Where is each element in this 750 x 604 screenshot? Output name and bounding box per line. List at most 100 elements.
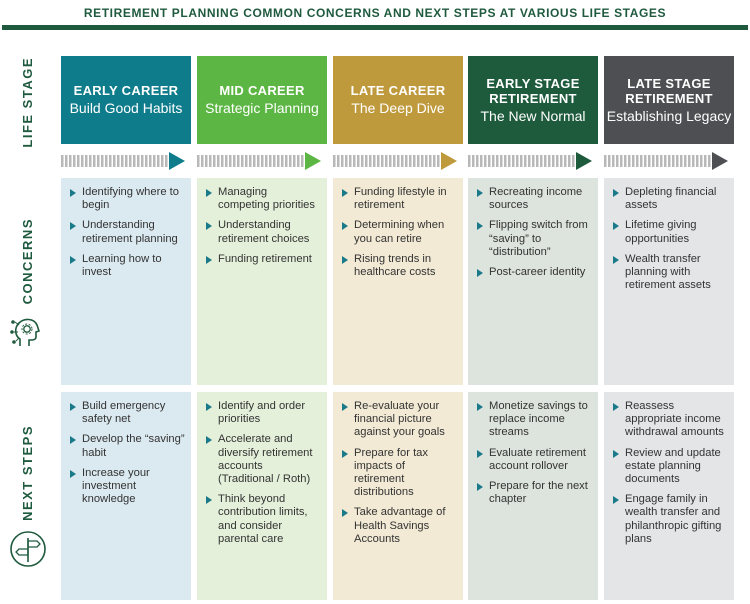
concerns-label: CONCERNS (19, 217, 35, 305)
list-item-text: Accelerate and diversify retirement acco… (218, 433, 313, 486)
bullet-triangle-icon (477, 483, 483, 492)
list-item-text: Evaluate retirement account rollover (489, 446, 587, 472)
list-item: Evaluate retirement account rollover (476, 447, 592, 473)
list-item: Take advantage of Health Savings Account… (341, 506, 457, 546)
stage-arrow (604, 150, 734, 172)
list-item: Funding retirement (205, 253, 321, 266)
list-item: Think beyond contribution limits, and co… (205, 493, 321, 546)
bullet-triangle-icon (342, 222, 348, 231)
bullet-triangle-icon (477, 269, 483, 278)
signpost-compass-icon (8, 529, 48, 569)
next-steps-label: NEXT STEPS (19, 425, 35, 521)
bullet-triangle-icon (70, 255, 76, 264)
list-item: Accelerate and diversify retirement acco… (205, 433, 321, 486)
bullet-triangle-icon (613, 449, 619, 458)
title-divider (2, 25, 748, 30)
page-title: RETIREMENT PLANNING COMMON CONCERNS AND … (83, 6, 667, 20)
row-label-next-steps: NEXT STEPS (0, 392, 56, 602)
stage-subtitle: Establishing Legacy (606, 107, 732, 124)
stage-arrow (197, 150, 327, 172)
list-item: Identifying where to begin (69, 186, 185, 212)
list-item-text: Increase your investment knowledge (82, 466, 150, 506)
next-steps-panel-late-stage-retirement: Reassess appropriate income withdrawal a… (604, 392, 734, 600)
list-item-text: Develop the “saving” habit (82, 433, 185, 459)
list-item: Prepare for the next chapter (476, 480, 592, 506)
bullet-triangle-icon (613, 496, 619, 505)
row-label-life-stage: LIFE STAGE (0, 56, 56, 148)
stage-subtitle: The New Normal (480, 107, 586, 124)
bullet-triangle-icon (70, 403, 76, 411)
list-item: Wealth transfer planning with retirement… (612, 253, 728, 293)
list-item: Determining when you can retire (341, 219, 457, 245)
list-item-text: Rising trends in healthcare costs (354, 252, 436, 279)
stage-subtitle: The Deep Dive (351, 100, 445, 116)
list-item-text: Identify and order priorities (218, 400, 306, 426)
bullet-triangle-icon (477, 222, 483, 231)
head-gears-icon (8, 312, 48, 352)
arrow-right-icon (604, 152, 728, 170)
stage-header-late-stage-retirement: LATE STAGE RETIREMENT Establishing Legac… (604, 56, 734, 144)
list-item-text: Funding retirement (218, 252, 312, 265)
list-item-text: Wealth transfer planning with retirement… (625, 252, 711, 292)
stage-title: LATE CAREER (350, 83, 446, 98)
bullet-triangle-icon (477, 403, 483, 411)
list-item: Post-career identity (476, 266, 592, 279)
list-item-text: Flipping switch from “saving” to “distri… (489, 219, 588, 258)
bullet-triangle-icon (206, 222, 212, 231)
stage-title: EARLY STAGE RETIREMENT (486, 75, 580, 106)
stage-header-early-stage-retirement: EARLY STAGE RETIREMENT The New Normal (468, 56, 598, 144)
list-item-text: Re-evaluate your financial picture again… (354, 400, 445, 439)
arrow-right-icon (61, 152, 185, 170)
list-item-text: Funding lifestyle in retirement (354, 186, 447, 212)
list-item: Understanding retirement choices (205, 219, 321, 245)
list-item-text: Recreating income sources (489, 186, 583, 212)
bullet-triangle-icon (70, 189, 76, 197)
stage-arrow (61, 150, 191, 172)
bullet-triangle-icon (477, 449, 483, 458)
list-item: Rising trends in healthcare costs (341, 253, 457, 279)
bullet-triangle-icon (613, 222, 619, 231)
list-item-text: Managing competing priorities (218, 186, 316, 212)
list-item: Prepare for tax impacts of retirement di… (341, 447, 457, 500)
stage-subtitle: Strategic Planning (205, 100, 319, 116)
bullet-triangle-icon (70, 222, 76, 231)
list-item: Depleting financial assets (612, 186, 728, 212)
list-item-text: Monetize savings to replace income strea… (489, 400, 588, 439)
list-item-text: Review and update estate planning docume… (625, 446, 721, 486)
bullet-triangle-icon (342, 449, 348, 458)
bullet-triangle-icon (206, 255, 212, 264)
list-item: Flipping switch from “saving” to “distri… (476, 219, 592, 259)
bullet-triangle-icon (342, 403, 348, 411)
next-steps-panel-early-stage-retirement: Monetize savings to replace income strea… (468, 392, 598, 600)
list-item: Monetize savings to replace income strea… (476, 400, 592, 440)
list-item-text: Lifetime giving opportunities (625, 219, 697, 245)
bullet-triangle-icon (70, 469, 76, 478)
bullet-triangle-icon (342, 255, 348, 264)
list-item: Develop the “saving” habit (69, 433, 185, 459)
list-item-text: Understanding retirement choices (218, 219, 310, 245)
stage-header-mid-career: MID CAREER Strategic Planning (197, 56, 327, 144)
list-item: Lifetime giving opportunities (612, 219, 728, 245)
list-item-text: Reassess appropriate income withdrawal a… (625, 400, 724, 439)
list-item: Re-evaluate your financial picture again… (341, 400, 457, 440)
stage-header-late-career: LATE CAREER The Deep Dive (333, 56, 463, 144)
list-item-text: Post-career identity (489, 266, 586, 279)
stage-title: EARLY CAREER (73, 83, 179, 98)
arrow-right-icon (197, 152, 321, 170)
bullet-triangle-icon (477, 189, 483, 197)
bullet-triangle-icon (613, 403, 619, 411)
list-item: Identify and order priorities (205, 400, 321, 426)
stage-arrow (468, 150, 598, 172)
list-item-text: Determining when you can retire (354, 219, 445, 245)
list-item-text: Depleting financial assets (625, 186, 717, 212)
